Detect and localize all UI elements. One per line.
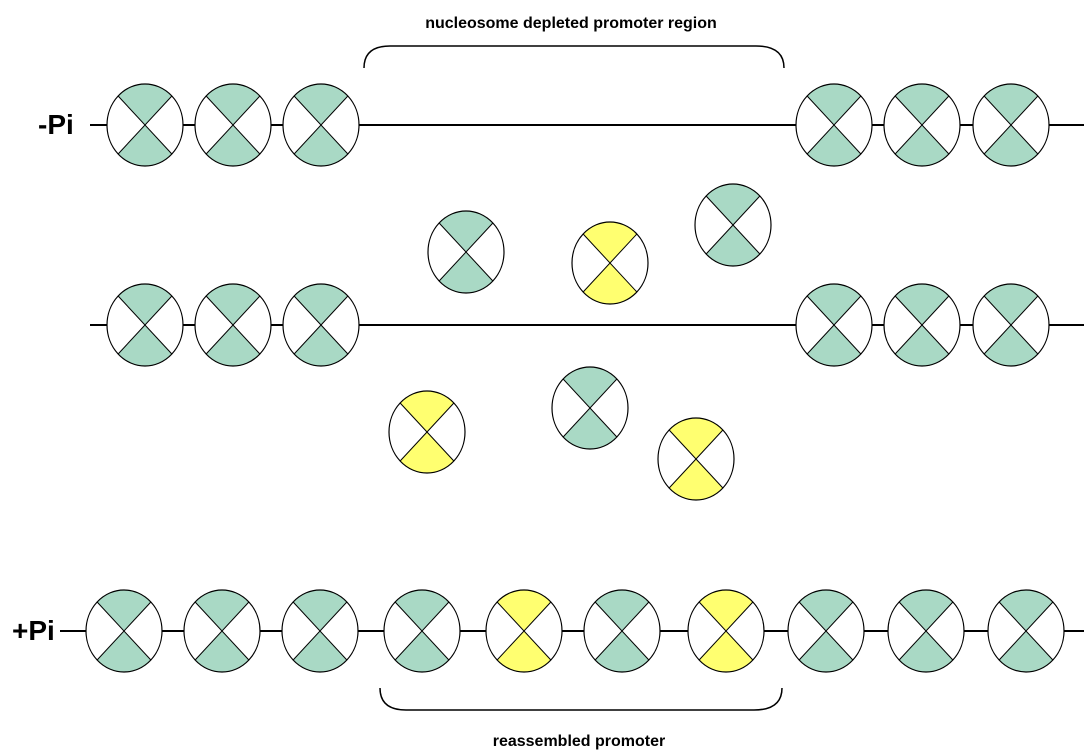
plus-pi-label: +Pi <box>12 615 55 646</box>
nucleosome-bottom-5 <box>485 589 563 673</box>
free-nucleosome-5 <box>551 366 629 450</box>
nucleosome-middle-6 <box>972 283 1050 367</box>
nucleosome-bottom-2 <box>183 589 261 673</box>
nucleosome-top-4 <box>795 83 873 167</box>
nucleosome-middle-2 <box>194 283 272 367</box>
free-nucleosome-2 <box>571 221 649 305</box>
free-nucleosome-4 <box>388 390 466 474</box>
nucleosome-bottom-6 <box>583 589 661 673</box>
top-bracket <box>363 45 785 69</box>
bottom-region-label: reassembled promoter <box>493 733 666 750</box>
nucleosome-top-6 <box>972 83 1050 167</box>
nucleosome-middle-4 <box>795 283 873 367</box>
nucleosome-top-3 <box>282 83 360 167</box>
free-nucleosome-3 <box>694 183 772 267</box>
nucleosome-bottom-1 <box>85 589 163 673</box>
nucleosome-top-1 <box>106 83 184 167</box>
nucleosome-middle-3 <box>282 283 360 367</box>
free-nucleosome-6 <box>657 417 735 501</box>
nucleosome-bottom-7 <box>687 589 765 673</box>
top-region-label: nucleosome depleted promoter region <box>425 15 717 32</box>
free-nucleosome-1 <box>427 210 505 294</box>
nucleosome-bottom-9 <box>887 589 965 673</box>
nucleosome-middle-1 <box>106 283 184 367</box>
nucleosome-bottom-4 <box>383 589 461 673</box>
nucleosome-top-5 <box>883 83 961 167</box>
minus-pi-label: -Pi <box>38 109 74 140</box>
nucleosome-top-2 <box>194 83 272 167</box>
nucleosome-bottom-8 <box>787 589 865 673</box>
bottom-bracket <box>379 687 783 711</box>
nucleosome-bottom-10 <box>987 589 1065 673</box>
nucleosome-bottom-3 <box>281 589 359 673</box>
nucleosome-middle-5 <box>883 283 961 367</box>
nucleosome-layer <box>85 83 1065 673</box>
